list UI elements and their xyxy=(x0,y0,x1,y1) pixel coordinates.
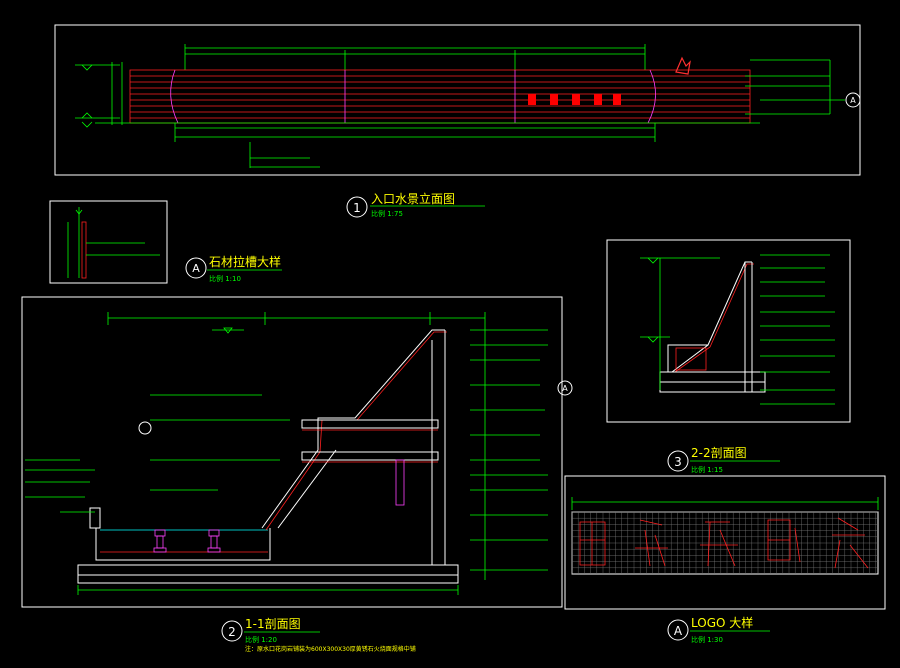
section-1-number-circle xyxy=(221,620,243,642)
section-1-pool xyxy=(95,528,271,561)
section-1-number: 2 xyxy=(228,625,236,639)
elevation-view-number-circle xyxy=(346,196,368,218)
stone-detail-title: 石材拉槽大样 xyxy=(209,254,281,269)
logo-number-circle xyxy=(667,619,689,641)
section-2-scale: 比例 1:15 xyxy=(691,465,723,474)
stone-detail-title-block: A 石材拉槽大样 比例 1:10 xyxy=(185,254,282,283)
elevation-logo-blocks xyxy=(528,94,621,105)
elevation-panel: A xyxy=(54,24,861,176)
elevation-stone-courses xyxy=(130,75,750,119)
logo-scale: 比例 1:30 xyxy=(691,635,723,644)
section-2-slope xyxy=(671,261,752,373)
elevation-view-title: 入口水景立面图 xyxy=(371,191,455,206)
elevation-view-scale: 比例 1:75 xyxy=(371,209,403,218)
section-1-panel: A xyxy=(21,296,573,608)
section-1-marker xyxy=(557,380,573,396)
logo-number: A xyxy=(674,624,683,638)
section-1-note: 注：原水口花岗岩铺装为600X300X30厚黄锈石火烧面规格中铺 xyxy=(245,645,416,653)
section-2-footing xyxy=(659,381,766,393)
section-1-pump-left xyxy=(153,529,167,553)
elevation-view-number: 1 xyxy=(353,201,361,215)
section-2-panel xyxy=(606,239,851,423)
section-2-leaders xyxy=(760,254,835,405)
section-1-slope xyxy=(261,329,445,529)
section-1-frame xyxy=(21,296,563,608)
elevation-marker-label: A xyxy=(850,96,856,105)
stone-detail-panel xyxy=(49,200,168,284)
stone-detail-frame xyxy=(49,200,168,284)
elevation-leaders xyxy=(745,59,845,115)
stone-detail-number: A xyxy=(192,262,200,275)
logo-characters xyxy=(579,517,869,569)
section-1-scale: 比例 1:20 xyxy=(245,635,277,644)
elevation-flame-mark xyxy=(675,56,691,75)
section-2-title-block: 3 2-2剖面图 比例 1:15 xyxy=(667,446,780,474)
stone-detail-scale: 比例 1:10 xyxy=(209,274,241,283)
stone-detail-number-circle xyxy=(185,257,207,279)
logo-grid xyxy=(571,511,878,574)
section-2-number-circle xyxy=(667,450,689,472)
elevation-section-marker xyxy=(845,92,861,108)
elevation-wall xyxy=(129,69,751,124)
section-2-number: 3 xyxy=(674,455,682,469)
section-1-marker-label: A xyxy=(562,384,568,393)
section-1-footing xyxy=(77,564,459,576)
logo-title-block: A LOGO 大样 比例 1:30 xyxy=(667,615,770,644)
section-2-title: 2-2剖面图 xyxy=(691,446,747,460)
section-2-basin xyxy=(675,347,707,371)
section-2-frame xyxy=(606,239,851,423)
section-1-pump-right xyxy=(207,529,221,553)
section-1-column xyxy=(395,459,405,506)
elevation-title-block: 1 入口水景立面图 比例 1:75 xyxy=(346,191,485,218)
stone-detail-slab xyxy=(81,221,87,279)
logo-title: LOGO 大样 xyxy=(691,615,753,630)
section-1-leaders-left xyxy=(25,394,290,513)
section-1-title-block: 2 1-1剖面图 比例 1:20 注：原水口花岗岩铺装为600X300X30厚黄… xyxy=(221,617,416,653)
section-1-leaders-right xyxy=(470,325,548,580)
logo-frame xyxy=(564,475,886,610)
logo-panel xyxy=(564,475,886,610)
section-1-title: 1-1剖面图 xyxy=(245,617,301,631)
